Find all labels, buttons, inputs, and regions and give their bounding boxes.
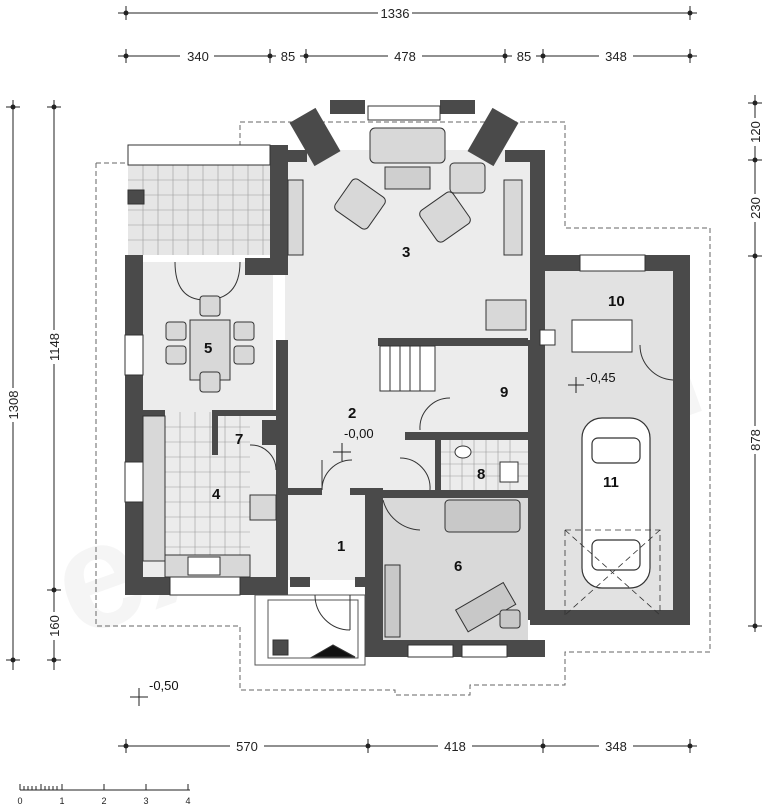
room-label-3: 3	[402, 244, 410, 261]
furniture-bath	[454, 445, 519, 483]
dim-top-seg-5: 348	[605, 49, 627, 64]
level-hall: -0,00	[344, 426, 374, 441]
dim-top-total: 1336	[381, 6, 410, 21]
furniture-office	[384, 499, 521, 638]
windows	[124, 105, 646, 658]
scale-tick-0: 0	[17, 796, 22, 806]
room-label-9: 9	[500, 384, 508, 401]
level-garage: -0,45	[586, 370, 616, 385]
garage-door-line	[564, 529, 661, 616]
scale-tick-1: 1	[59, 796, 64, 806]
room-label-8: 8	[477, 466, 485, 483]
furniture-kitchen	[142, 415, 277, 578]
scale-bar: 0 1 2 3 4	[17, 784, 191, 806]
room-label-2: 2	[348, 405, 356, 422]
scale-tick-2: 2	[101, 796, 106, 806]
dim-left-outer: 1308	[6, 391, 21, 420]
stairs	[379, 345, 436, 392]
room-labels: 1 2 3 4 5 6 7 8 9 10 11	[204, 244, 625, 575]
level-marks: -0,00 -0,45 -0,50	[130, 370, 616, 706]
room-label-4: 4	[212, 486, 221, 503]
dim-top-seg-4: 85	[517, 49, 531, 64]
room-label-5: 5	[204, 340, 212, 357]
room-label-1: 1	[337, 538, 345, 555]
scale-tick-4: 4	[185, 796, 190, 806]
car	[581, 417, 651, 589]
dim-bottom-seg-1: 570	[236, 739, 258, 754]
room-label-10: 10	[608, 293, 625, 310]
dimension-labels-right: 120 230 878	[747, 118, 763, 454]
level-outside: -0,50	[149, 678, 179, 693]
dimension-labels-bottom: 570 418 348	[230, 738, 633, 754]
furniture-living	[287, 127, 527, 331]
dim-right-seg-3: 878	[748, 429, 763, 451]
dimension-ticks	[10, 10, 758, 749]
dimension-labels-left: 1308 1148 160	[5, 330, 62, 640]
dim-top-seg-2: 85	[281, 49, 295, 64]
floor-porch-inner	[267, 599, 359, 659]
technical-fixtures	[127, 189, 633, 658]
dimension-labels-top: 1336 340 85 478 85 348	[180, 5, 633, 64]
dim-bottom-seg-3: 348	[605, 739, 627, 754]
floor-entry	[287, 490, 377, 580]
dim-left-inner-lower: 160	[47, 615, 62, 637]
terrace-outline	[95, 121, 711, 696]
room-label-11: 11	[603, 474, 619, 491]
dim-right-seg-2: 230	[748, 197, 763, 219]
dim-bottom-seg-2: 418	[444, 739, 466, 754]
tile-grid-terrace	[128, 165, 270, 255]
scale-tick-3: 3	[143, 796, 148, 806]
room-label-6: 6	[454, 558, 462, 575]
dim-top-seg-3: 478	[394, 49, 416, 64]
room-label-7: 7	[235, 431, 243, 448]
dim-top-seg-1: 340	[187, 49, 209, 64]
tile-grid-kitchen	[165, 412, 250, 560]
dim-right-seg-1: 120	[748, 121, 763, 143]
furniture-dining	[165, 295, 255, 393]
dim-left-inner-upper: 1148	[47, 333, 62, 361]
